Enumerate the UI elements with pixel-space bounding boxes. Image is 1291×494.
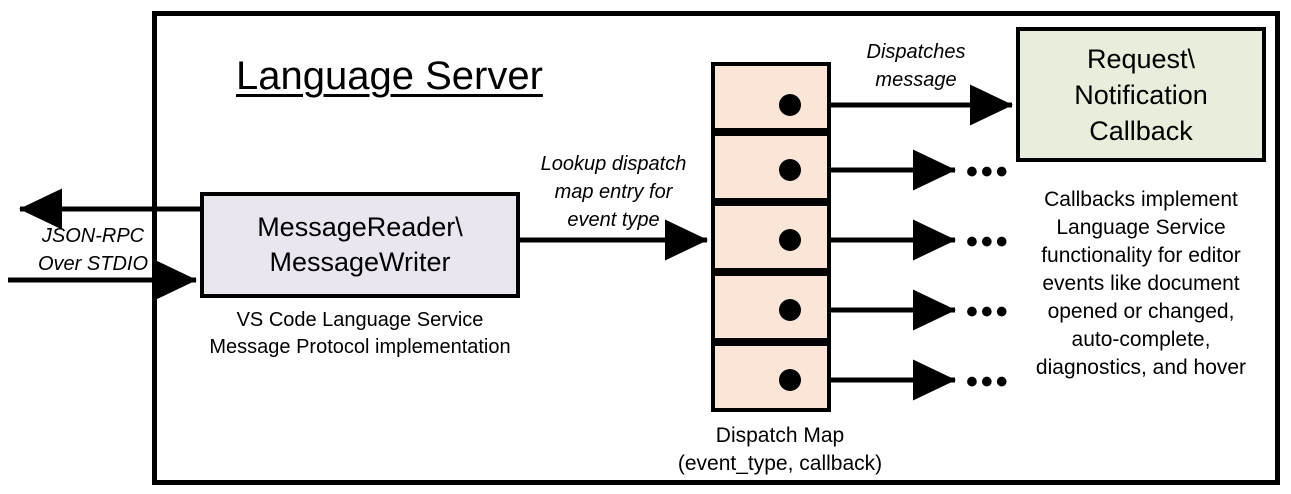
dispatch-map <box>711 62 831 414</box>
callback-caption: Callbacks implement Language Service fun… <box>1035 188 1247 379</box>
dispatch-map-callback-dot <box>779 94 801 116</box>
dispatch-map-callback-dot <box>779 369 801 391</box>
dispatch-map-caption: Dispatch Map (event_type, callback) <box>677 424 883 475</box>
jsonrpc-transport-label: JSON-RPC Over STDIO <box>37 225 148 275</box>
request-notification-callback-box: Request\ Notification Callback <box>1016 27 1266 162</box>
request-notification-callback-label: Request\ Notification Callback <box>1074 43 1208 146</box>
dispatch-map-cell <box>711 272 831 342</box>
page-title: Language Server <box>236 54 543 98</box>
dispatch-map-cell <box>711 62 831 132</box>
lookup-dispatch-label: Lookup dispatch map entry for event type <box>540 153 687 231</box>
dispatch-map-callback-dot <box>779 159 801 181</box>
language-server-boundary <box>152 11 1280 485</box>
message-reader-writer-caption: VS Code Language Service Message Protoco… <box>209 309 511 358</box>
ellipsis-row-1: ••• <box>966 153 1011 191</box>
dispatch-map-cell <box>711 342 831 412</box>
message-reader-writer-box: MessageReader\ MessageWriter <box>200 192 520 298</box>
ellipsis-row-3: ••• <box>966 293 1011 331</box>
ellipsis-row-4: ••• <box>966 363 1011 401</box>
dispatch-map-cell <box>711 202 831 272</box>
dispatch-map-callback-dot <box>779 229 801 251</box>
ellipsis-row-2: ••• <box>966 223 1011 261</box>
message-reader-writer-label: MessageReader\ MessageWriter <box>257 212 463 277</box>
dispatch-map-cell <box>711 132 831 202</box>
dispatches-message-label: Dispatches message <box>866 41 966 91</box>
dispatch-map-callback-dot <box>779 299 801 321</box>
